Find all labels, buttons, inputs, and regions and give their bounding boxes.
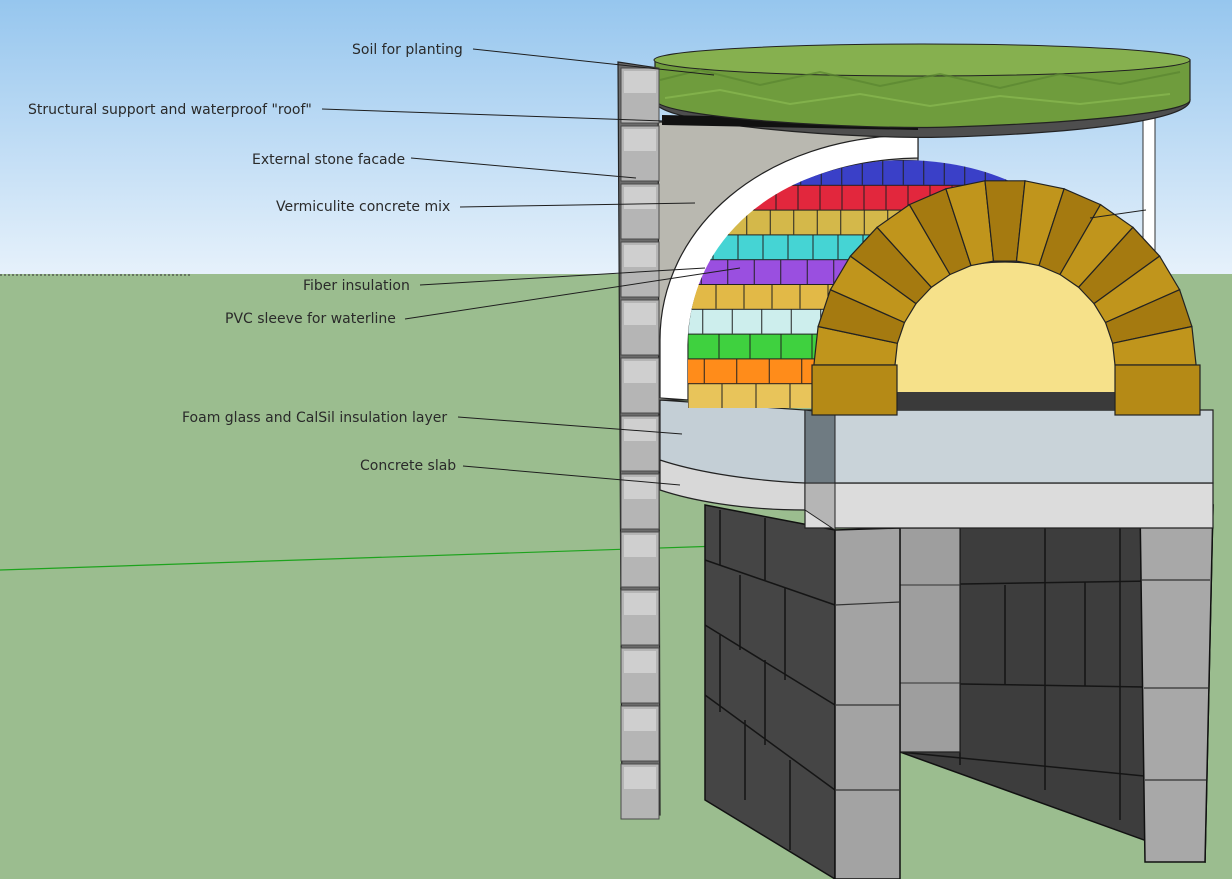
label-soil-for-planting: Soil for planting (352, 42, 463, 58)
label-fiber-insulation: Fiber insulation (303, 278, 410, 294)
stone-facade-column (617, 61, 661, 820)
label-vermiculite-concrete-mix: Vermiculite concrete mix (276, 199, 451, 215)
label-concrete-slab: Concrete slab (360, 458, 457, 474)
soil-planting-disc (653, 43, 1191, 129)
label-pvc-sleeve: PVC sleeve for waterline (225, 311, 396, 327)
label-structural-support-roof: Structural support and waterproof "roof" (28, 102, 312, 118)
arch-base-left (811, 364, 898, 416)
green-axis-line (0, 545, 721, 571)
label-external-stone-facade: External stone facade (252, 152, 406, 168)
leader-lines (321, 48, 1147, 486)
oven-floor (893, 392, 1118, 410)
oven-entrance-brick-arch (811, 180, 1201, 416)
label-foam-glass-calsil: Foam glass and CalSil insulation layer (182, 410, 448, 426)
arch-base-right (1114, 364, 1201, 416)
foam-glass-calsil-layer (659, 399, 1214, 484)
block-stand (704, 504, 1214, 879)
concrete-slab (659, 459, 1214, 531)
